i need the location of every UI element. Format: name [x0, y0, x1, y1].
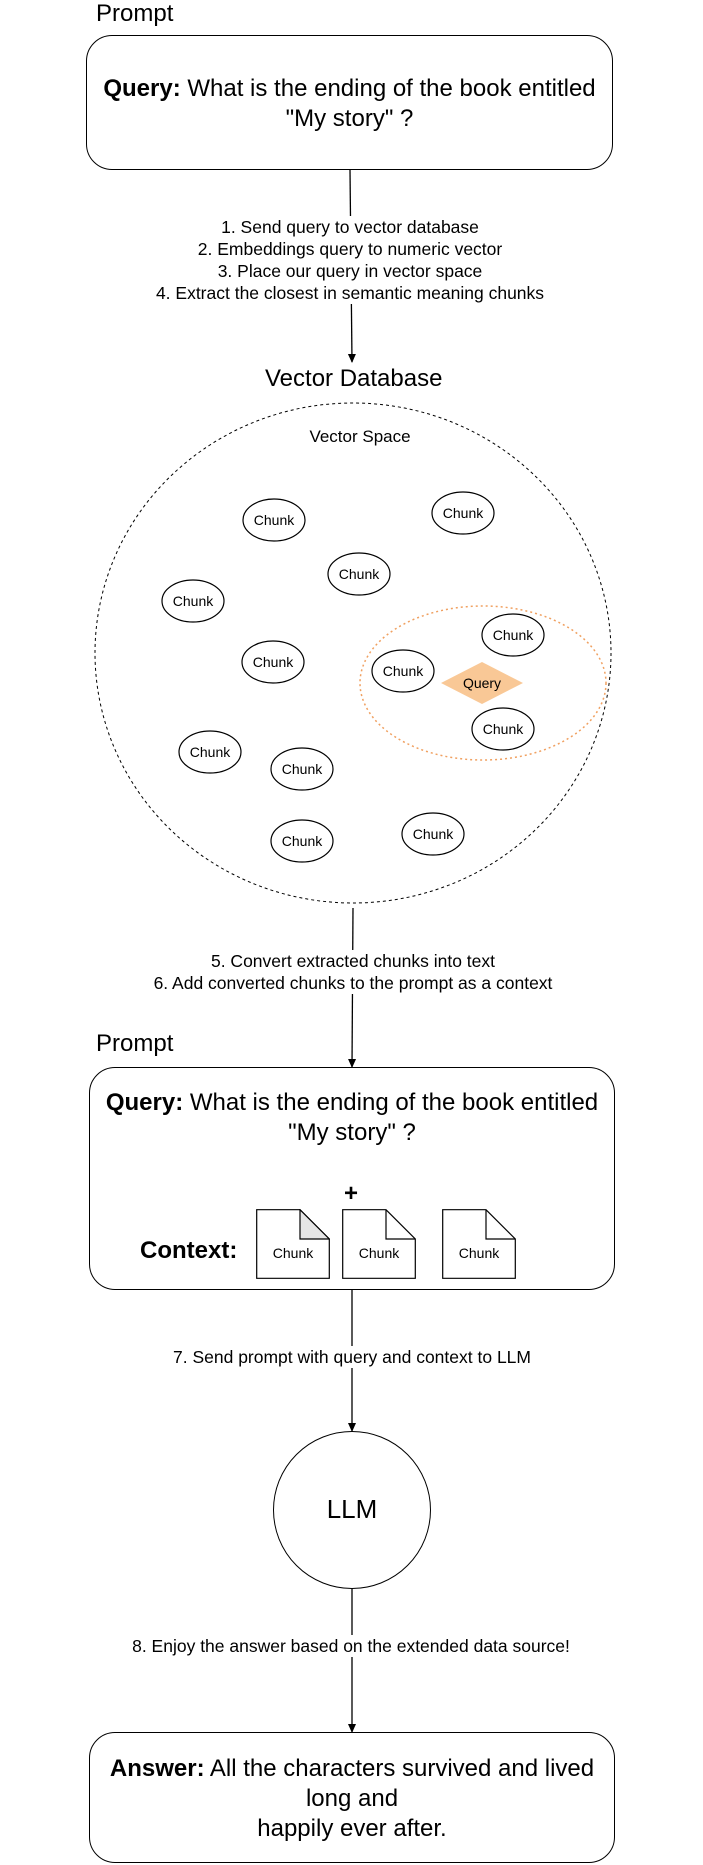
llm-node: LLM — [273, 1431, 431, 1589]
chunk-node: Chunk — [178, 730, 242, 774]
chunk-node: Chunk — [270, 819, 334, 863]
svg-text:Chunk: Chunk — [413, 826, 454, 842]
context-key: Context: — [140, 1237, 238, 1264]
document-label: Chunk — [458, 1245, 500, 1261]
prompt-with-context-label: Prompt — [96, 1030, 174, 1057]
vector-space-diagram: Vector Space Chunk Chunk Chunk Chunk Chu… — [94, 402, 612, 904]
vector-database-title: Vector Database — [265, 365, 443, 392]
answer-line-2: long and — [305, 1785, 399, 1812]
plus-sign: + — [344, 1180, 359, 1207]
context-chunk-document: Chunk — [342, 1209, 416, 1279]
svg-text:Chunk: Chunk — [493, 627, 534, 643]
answer-line-3: happily ever after. — [257, 1815, 447, 1842]
step-6: 6. Add converted chunks to the prompt as… — [153, 973, 553, 993]
query-text: Query: What is the ending of the book en… — [90, 1088, 614, 1148]
query-line-1: What is the ending of the book entitled — [189, 1089, 599, 1116]
answer-text: Answer: All the characters survived and … — [90, 1754, 614, 1844]
query-node: Query — [441, 662, 523, 704]
query-key: Query: — [103, 75, 181, 102]
answer-box: Answer: All the characters survived and … — [89, 1732, 615, 1863]
step-5: 5. Convert extracted chunks into text — [210, 951, 496, 971]
chunk-node: Chunk — [481, 613, 545, 657]
prompt-with-context-box: Query: What is the ending of the book en… — [89, 1067, 615, 1290]
chunk-node: Chunk — [401, 812, 465, 856]
chunk-node: Chunk — [241, 640, 305, 684]
svg-text:Chunk: Chunk — [190, 744, 231, 760]
steps-query-to-vectordb: 1. Send query to vector database 2. Embe… — [140, 216, 560, 304]
vector-space-boundary — [94, 402, 612, 904]
step-4: 4. Extract the closest in semantic meani… — [155, 283, 545, 303]
context-chunk-document: Chunk — [442, 1209, 516, 1279]
svg-text:Chunk: Chunk — [173, 593, 214, 609]
step-2: 2. Embeddings query to numeric vector — [197, 239, 503, 259]
query-text: Query: What is the ending of the book en… — [87, 74, 612, 134]
chunk-node: Chunk — [471, 707, 535, 751]
prompt-section-label: Prompt — [96, 0, 174, 27]
document-label: Chunk — [358, 1245, 400, 1261]
svg-text:Chunk: Chunk — [253, 654, 294, 670]
svg-text:Chunk: Chunk — [282, 761, 323, 777]
llm-label: LLM — [326, 1494, 378, 1524]
step-1: 1. Send query to vector database — [221, 217, 479, 237]
document-label: Chunk — [272, 1245, 314, 1261]
step-3: 3. Place our query in vector space — [217, 261, 483, 281]
context-chunk-document: Chunk — [256, 1209, 330, 1279]
document-icon — [442, 1209, 516, 1279]
chunk-node: Chunk — [242, 498, 306, 542]
query-line-2: "My story" ? — [288, 1119, 416, 1146]
svg-text:Chunk: Chunk — [383, 663, 424, 679]
answer-key: Answer: — [109, 1755, 205, 1782]
vector-space-label: Vector Space — [309, 427, 410, 446]
chunk-node: Chunk — [161, 579, 225, 623]
semantic-cluster-boundary — [359, 605, 607, 761]
svg-text:Chunk: Chunk — [254, 512, 295, 528]
svg-text:Chunk: Chunk — [339, 566, 380, 582]
query-key: Query: — [105, 1089, 184, 1116]
chunk-nodes: Chunk Chunk Chunk Chunk Chunk Chunk Chun… — [161, 491, 545, 863]
document-icon — [342, 1209, 416, 1279]
steps-vectordb-to-prompt: 5. Convert extracted chunks into text 6.… — [130, 950, 576, 994]
query-node-label: Query — [463, 675, 501, 691]
svg-text:Chunk: Chunk — [443, 505, 484, 521]
query-prompt-box: Query: What is the ending of the book en… — [86, 35, 613, 170]
chunk-node: Chunk — [270, 747, 334, 791]
svg-text:Chunk: Chunk — [282, 833, 323, 849]
chunk-node: Chunk — [327, 552, 391, 596]
chunk-node: Chunk — [371, 649, 435, 693]
step-8-text: 8. Enjoy the answer based on the extende… — [132, 1636, 570, 1656]
answer-line-1: All the characters survived and lived — [209, 1755, 595, 1782]
document-icon — [256, 1209, 330, 1279]
query-line-1: What is the ending of the book entitled — [187, 75, 596, 102]
svg-text:Chunk: Chunk — [483, 721, 524, 737]
step-7-text: 7. Send prompt with query and context to… — [173, 1347, 531, 1367]
query-line-2: "My story" ? — [285, 105, 414, 132]
query-diamond — [441, 662, 523, 704]
step-8: 8. Enjoy the answer based on the extende… — [116, 1635, 586, 1657]
step-7: 7. Send prompt with query and context to… — [140, 1346, 564, 1368]
chunk-node: Chunk — [431, 491, 495, 535]
